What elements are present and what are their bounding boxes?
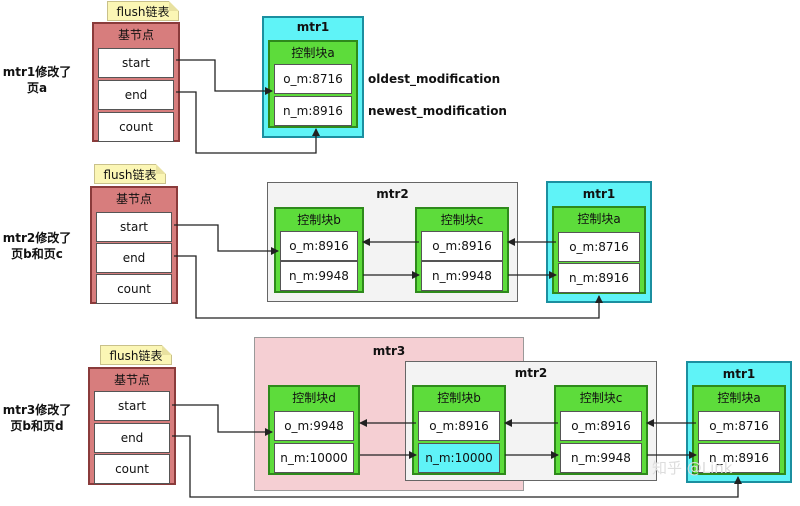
mtr2-title: mtr2 (376, 187, 409, 201)
mtr1-title: mtr1 (582, 187, 616, 201)
block-d-nm: n_m:10000 (274, 443, 354, 473)
block-b-title: 控制块b (437, 391, 481, 405)
mtr3-title: mtr3 (372, 344, 406, 358)
section1-label-line2: 页a (26, 81, 48, 95)
start-cell: start (98, 48, 174, 78)
block-a-nm: n_m:8916 (558, 263, 640, 293)
end-cell: end (94, 423, 170, 453)
s2-end-arrow (174, 255, 603, 319)
block-c-om: o_m:8916 (421, 231, 503, 261)
newest-modification-label: newest_modification (368, 104, 507, 118)
watermark: 知乎 @Link (652, 459, 733, 477)
block-b-nm: n_m:9948 (280, 261, 358, 291)
s2-start-arrow (174, 224, 279, 255)
mtr1-title: mtr1 (722, 367, 756, 381)
section3-label-line2: 页b和页d (10, 419, 64, 433)
block-a-om: o_m:8716 (698, 411, 780, 441)
section3-label: mtr3修改了 页b和页d (0, 402, 74, 434)
block-b-title: 控制块b (297, 213, 341, 227)
block-b-om: o_m:8916 (280, 231, 358, 261)
block-c-title: 控制块c (579, 391, 623, 405)
block-a-title: 控制块a (577, 212, 621, 226)
block-d-title: 控制块d (292, 391, 336, 405)
block-c-nm: n_m:9948 (560, 443, 642, 473)
s1-end-arrow (176, 91, 320, 154)
s1-start-arrow (176, 59, 273, 95)
count-cell: count (94, 454, 170, 484)
section2-label-line1: mtr2修改了 (2, 231, 72, 245)
block-b-om: o_m:8916 (418, 411, 500, 441)
s3-start-arrow (172, 404, 273, 436)
section1-label-line1: mtr1修改了 (2, 65, 72, 79)
block-a-title: 控制块a (291, 46, 335, 60)
block-d-3: 控制块d o_m:9948 n_m:10000 (268, 385, 360, 475)
section3-label-line1: mtr3修改了 (2, 403, 72, 417)
block-a-2: 控制块a o_m:8716 n_m:8916 (552, 206, 646, 294)
block-c-3: 控制块c o_m:8916 n_m:9948 (554, 385, 648, 475)
block-b-3: 控制块b o_m:8916 n_m:10000 (412, 385, 506, 475)
section2-label-line2: 页b和页c (11, 247, 63, 261)
block-c-om: o_m:8916 (560, 411, 642, 441)
section2-label: mtr2修改了 页b和页c (0, 230, 74, 262)
base-node-label: 基节点 (115, 191, 152, 206)
section1-label: mtr1修改了 页a (0, 64, 74, 96)
block-a-1: 控制块a o_m:8716 n_m:8916 (268, 40, 358, 128)
start-cell: start (96, 212, 172, 242)
flush-list-3: 基节点 start end count (88, 367, 176, 485)
count-cell: count (96, 274, 172, 304)
end-cell: end (96, 243, 172, 273)
count-cell: count (98, 112, 174, 142)
block-a-nm: n_m:8916 (274, 96, 352, 126)
flush-list-note-2: flush链表 (94, 164, 166, 184)
flush-list-2: 基节点 start end count (90, 186, 178, 304)
block-c-nm: n_m:9948 (421, 261, 503, 291)
flush-list-note-1: flush链表 (107, 1, 179, 21)
block-a-om: o_m:8716 (274, 64, 352, 94)
block-a-om: o_m:8716 (558, 232, 640, 262)
mtr2-title: mtr2 (514, 366, 548, 380)
flush-list-note-3: flush链表 (100, 345, 172, 365)
mtr1-title: mtr1 (296, 20, 330, 34)
block-a-title: 控制块a (717, 391, 761, 405)
base-node-label: 基节点 (117, 27, 154, 42)
end-cell: end (98, 80, 174, 110)
base-node-label: 基节点 (113, 372, 150, 387)
block-d-om: o_m:9948 (274, 411, 354, 441)
start-cell: start (94, 391, 170, 421)
block-a-3: 控制块a o_m:8716 n_m:8916 (692, 385, 786, 475)
oldest-modification-label: oldest_modification (368, 72, 501, 86)
block-c-2: 控制块c o_m:8916 n_m:9948 (415, 207, 509, 293)
block-b-nm: n_m:10000 (418, 443, 500, 473)
flush-list-label: flush链表 (109, 348, 163, 363)
s3-end-arrow (172, 435, 742, 498)
flush-list-1: 基节点 start end count (92, 22, 180, 142)
block-c-title: 控制块c (440, 213, 484, 227)
flush-list-label: flush链表 (116, 4, 170, 19)
flush-list-label: flush链表 (103, 167, 157, 182)
block-a-nm: n_m:8916 (698, 443, 780, 473)
